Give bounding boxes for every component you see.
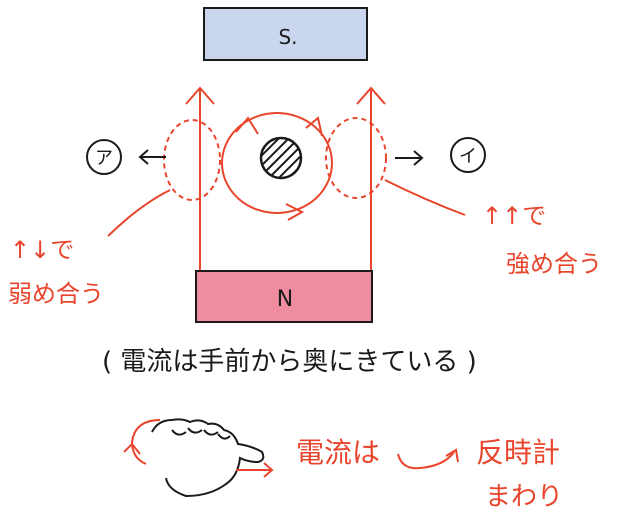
s-magnet: S. [203,7,368,61]
field-line-right-arrowhead [356,86,386,105]
rule-result-text-2: まわり [485,482,563,512]
s-magnet-label: S. [278,25,297,49]
circle-arrowhead-top-left [235,116,259,135]
mark-a-label: ア [95,148,113,169]
wire-cross-section [259,136,303,180]
curl-arrow [130,419,161,465]
wire-field-circle [221,112,333,221]
weaken-arrows-text: ↑↓で [10,236,74,264]
force-arrow-right [395,150,424,166]
field-line-left-arrowhead [185,86,215,105]
circle-arrowhead-top-right [305,116,323,137]
dashed-region-a [163,119,221,201]
mark-i-label: イ [459,146,477,167]
weaken-text: 弱め合う [8,280,104,308]
rule-arrow [397,448,459,470]
magnetic-field-lines [185,86,386,270]
dashed-region-i [325,117,387,199]
circle-arrowhead-bottom [285,203,305,221]
rule-text: 電流は [296,436,380,469]
n-magnet-label: N [277,287,293,312]
n-magnet: N [195,270,373,323]
hand-sketch [123,418,274,498]
hand-outline [151,418,265,498]
pointer-line-left [107,189,171,237]
strengthen-text: 強め合う [506,250,602,278]
pointer-line-right [384,179,466,216]
mark-i: イ [450,137,486,173]
mark-a: ア [86,139,122,175]
force-arrow-left [138,149,166,165]
rule-result-text: 反時計 [476,436,560,469]
strengthen-arrows-text: ↑↑で [482,202,546,230]
caption-text: ( 電流は手前から奥にきている ) [102,347,477,377]
